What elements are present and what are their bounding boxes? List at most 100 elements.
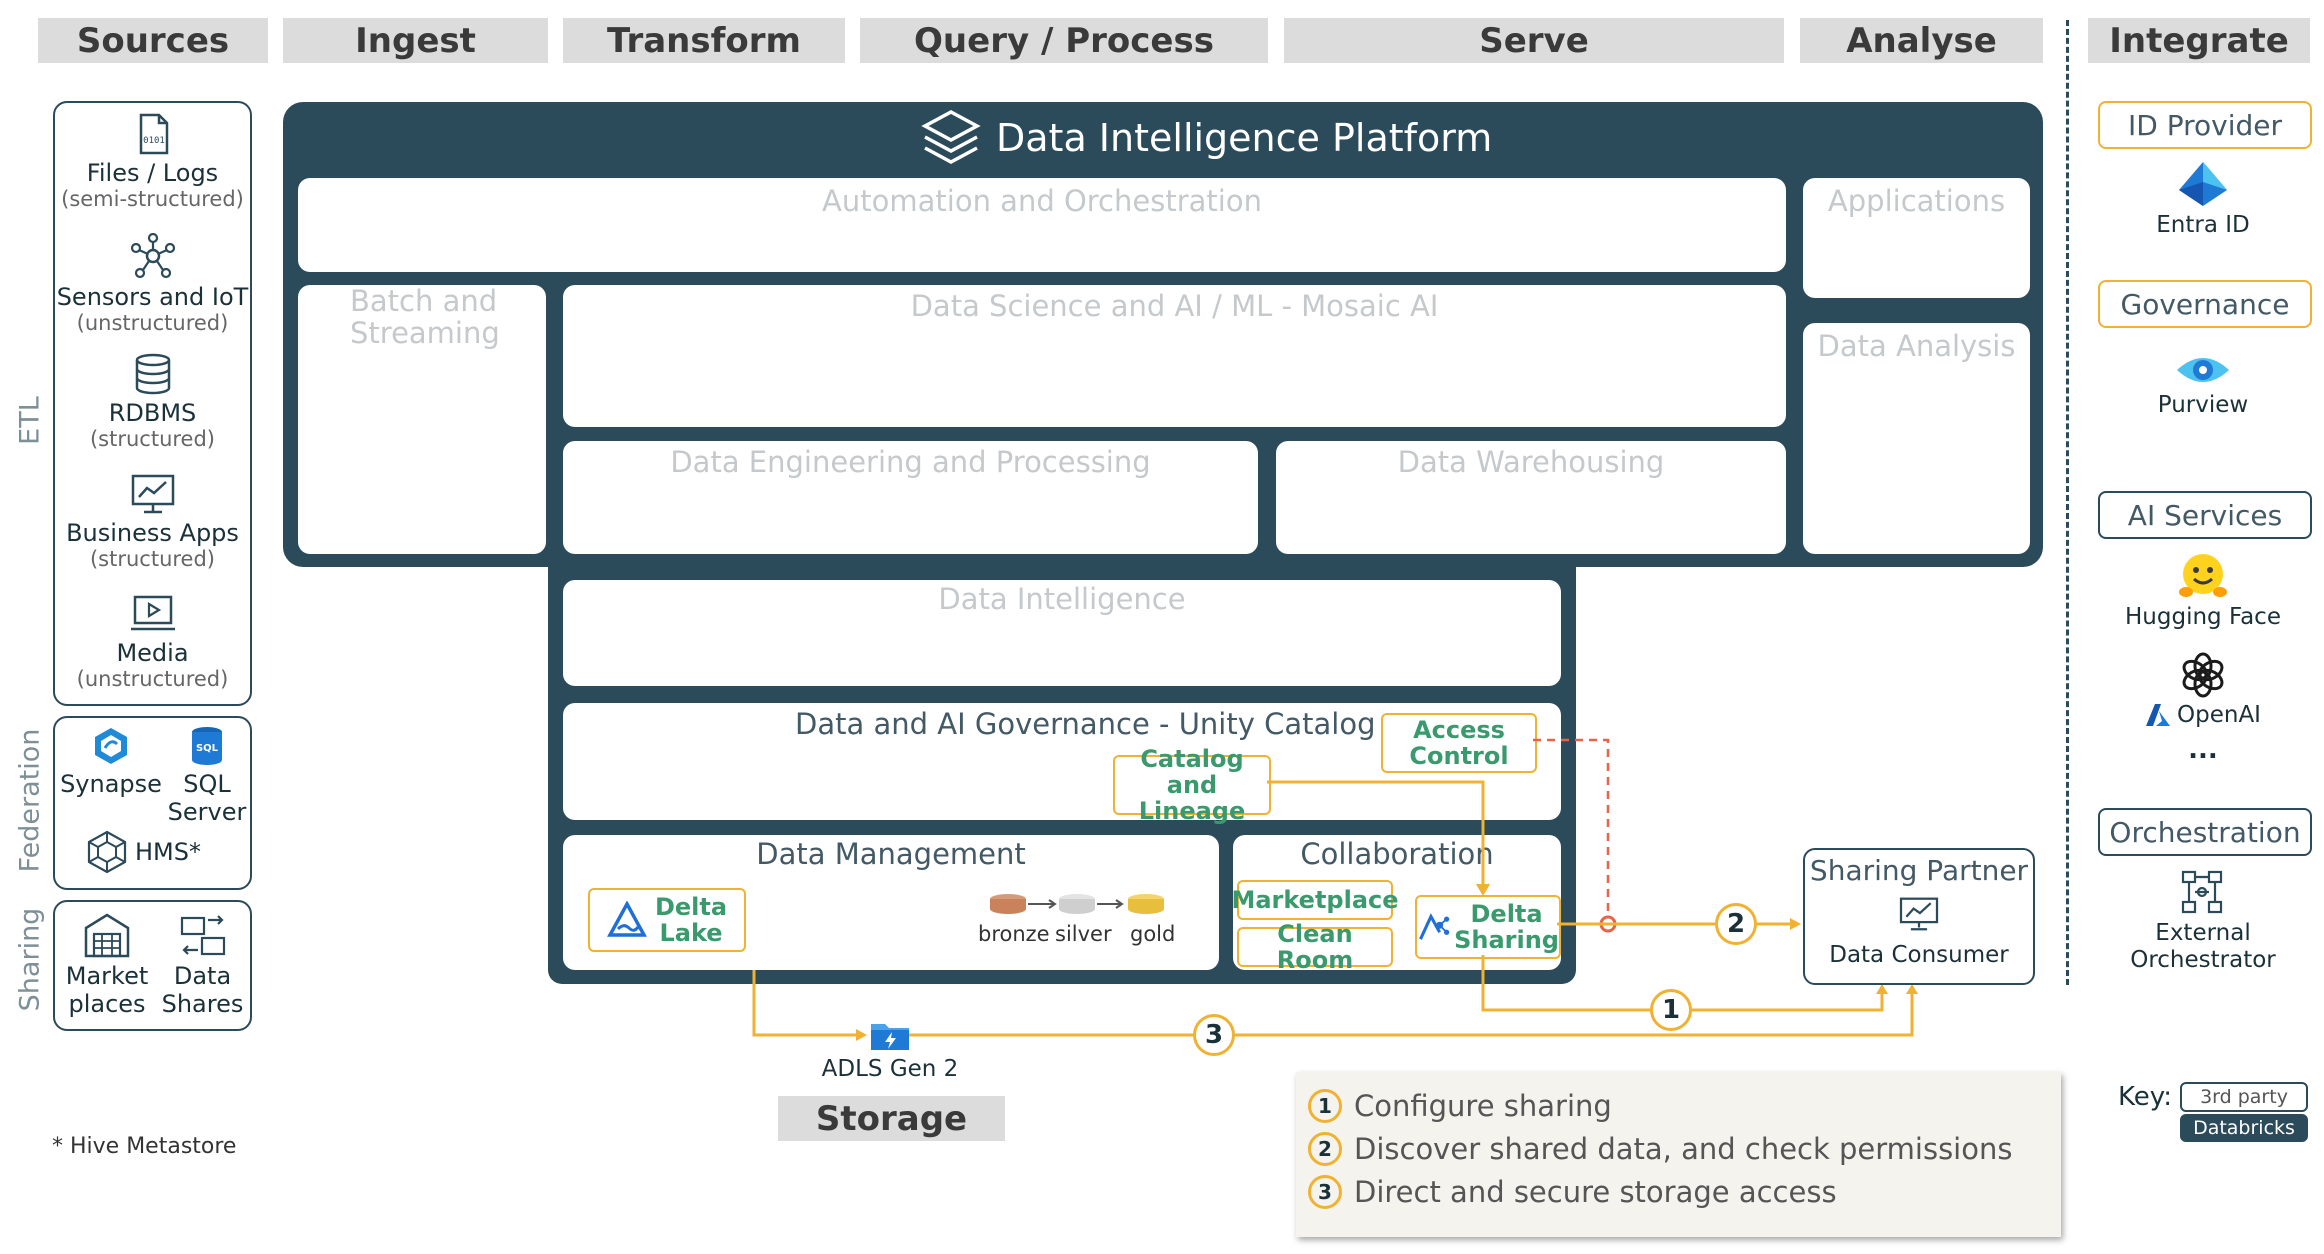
adls-gen2: ADLS Gen 2 <box>810 1018 970 1082</box>
source-marketplaces: Market places <box>55 912 159 1018</box>
access-control-dashed-line <box>1533 738 1610 924</box>
source-business-apps: Business Apps (structured) <box>55 473 250 571</box>
header-query-process: Query / Process <box>860 18 1268 63</box>
delta-lake-line1: Delta <box>654 893 728 921</box>
source-media: Media (unstructured) <box>55 593 250 691</box>
legend-text: Discover shared data, and check permissi… <box>1354 1131 2013 1166</box>
delta-lake-to-adls-arrow <box>752 970 860 1037</box>
delta-sharing-line2: Sharing <box>1454 926 1559 954</box>
panel-title: Data Engineering and Processing <box>670 445 1151 479</box>
hive-footnote: * Hive Metastore <box>52 1134 237 1159</box>
marketplace-store-icon <box>84 913 130 958</box>
medallion-silver-label: silver <box>1055 922 1112 946</box>
data-shares-line2: Shares <box>161 990 244 1018</box>
panel-data-science-ai: Data Science and AI / ML - Mosaic AI <box>563 285 1786 427</box>
synapse-label: Synapse <box>60 770 162 798</box>
source-name: Sensors and IoT <box>56 283 249 311</box>
source-sub: (unstructured) <box>76 667 229 691</box>
entra-id-item: Entra ID <box>2090 160 2316 239</box>
panel-data-analysis: Data Analysis <box>1803 323 2030 554</box>
panel-title: Data Analysis <box>1817 329 2016 363</box>
legend-text: Direct and secure storage access <box>1354 1174 1837 1209</box>
legend-number: 2 <box>1308 1131 1342 1166</box>
medallion-gold-label: gold <box>1130 922 1176 946</box>
network-nodes-icon <box>130 232 175 279</box>
panel-data-intelligence: Data Intelligence <box>563 580 1561 686</box>
openai-item: OpenAI <box>2090 652 2316 728</box>
catalog-line2: Lineage <box>1138 797 1246 825</box>
step-2-marker: 2 <box>1715 903 1757 945</box>
marketplaces-line2: places <box>68 990 146 1018</box>
panel-title: Data and AI Governance - Unity Catalog <box>795 707 1376 741</box>
source-sql-server: SQL SQL Server <box>167 726 247 826</box>
data-shares-line1: Data <box>173 962 232 990</box>
hugging-face-label: Hugging Face <box>2125 604 2281 630</box>
purview-item: Purview <box>2090 352 2316 419</box>
panel-title: Batch and Streaming <box>350 285 500 349</box>
key-third-party: 3rd party <box>2180 1082 2308 1112</box>
medallion-architecture: bronze silver gold <box>970 892 1188 952</box>
panel-title: Data Intelligence <box>938 582 1186 616</box>
catalog-lineage-tag[interactable]: Catalog and Lineage <box>1113 746 1271 824</box>
source-rdbms: RDBMS (structured) <box>55 353 250 451</box>
step-3-arrow <box>906 990 1914 1037</box>
medallion-cylinders-icon <box>990 894 1164 914</box>
entra-id-icon <box>2179 162 2227 206</box>
panel-title: Data Warehousing <box>1397 445 1665 479</box>
delta-sharing-line1: Delta <box>1470 900 1543 928</box>
more-ai-services: ... <box>2188 735 2218 765</box>
access-control-tag[interactable]: Access Control <box>1381 713 1537 773</box>
ai-services-box: AI Services <box>2098 491 2312 539</box>
panel-applications: Applications <box>1803 178 2030 298</box>
sharing-sources-box: Market places Data Shares <box>53 900 252 1031</box>
etl-sources-box: 0101 Files / Logs (semi-structured) Sens… <box>53 101 252 706</box>
batch-line2: Streaming <box>350 316 500 350</box>
platform-title-text: Data Intelligence Platform <box>996 116 1493 160</box>
catalog-line1: Catalog and <box>1140 745 1244 799</box>
purview-label: Purview <box>2157 392 2249 418</box>
hugging-face-item: Hugging Face <box>2090 552 2316 631</box>
delta-lake-line2: Lake <box>659 919 723 947</box>
data-shares-icon <box>180 915 225 956</box>
data-consumer-monitor-icon <box>1899 897 1939 931</box>
source-name: Media <box>116 639 189 667</box>
delta-sharing-tag[interactable]: Delta Sharing <box>1415 895 1561 959</box>
marketplace-tag[interactable]: Marketplace <box>1231 880 1399 920</box>
access-control-line1: Access <box>1413 716 1505 744</box>
medallion-bronze-label: bronze <box>978 922 1050 946</box>
source-sub: (structured) <box>89 427 215 451</box>
key-databricks: Databricks <box>2180 1114 2308 1142</box>
source-name: Business Apps <box>66 519 239 547</box>
panel-title: Automation and Orchestration <box>822 184 1262 218</box>
dashboard-monitor-icon <box>131 474 174 514</box>
legend-number: 1 <box>1308 1088 1342 1123</box>
source-sensors-iot: Sensors and IoT (unstructured) <box>55 232 250 335</box>
sql-badge-text: SQL <box>196 743 219 754</box>
clean-room-tag[interactable]: Clean Room <box>1237 921 1393 973</box>
sql-label-line2: Server <box>167 798 247 826</box>
delta-lake-tag[interactable]: Delta Lake <box>588 888 746 952</box>
step-1-marker: 1 <box>1650 989 1692 1031</box>
source-data-shares: Data Shares <box>155 912 250 1018</box>
orchestrator-line2: Orchestrator <box>2130 947 2276 973</box>
svg-text:0101: 0101 <box>143 136 165 146</box>
header-analyse: Analyse <box>1800 18 2043 63</box>
sql-label-line1: SQL <box>183 770 231 798</box>
database-icon <box>135 353 170 395</box>
panel-automation-orchestration: Automation and Orchestration <box>298 178 1786 272</box>
sharing-partner-box[interactable]: Sharing Partner Data Consumer <box>1803 848 2035 985</box>
key-label: Key: <box>2118 1082 2173 1112</box>
databricks-layers-icon <box>921 110 981 164</box>
source-files-logs: 0101 Files / Logs (semi-structured) <box>55 113 250 211</box>
platform-title: Data Intelligence Platform <box>920 104 1520 172</box>
data-consumer-label: Data Consumer <box>1829 942 2009 968</box>
hms-label: HMS* <box>135 838 201 866</box>
orchestrator-flow-icon <box>2181 870 2223 914</box>
id-provider-box: ID Provider <box>2098 101 2312 149</box>
source-hms: HMS* <box>85 830 245 874</box>
media-player-icon <box>130 595 175 631</box>
legend-number: 3 <box>1308 1174 1342 1209</box>
binary-file-icon: 0101 <box>139 113 168 155</box>
federation-sources-box: Synapse SQL SQL Server HMS* <box>53 716 252 890</box>
